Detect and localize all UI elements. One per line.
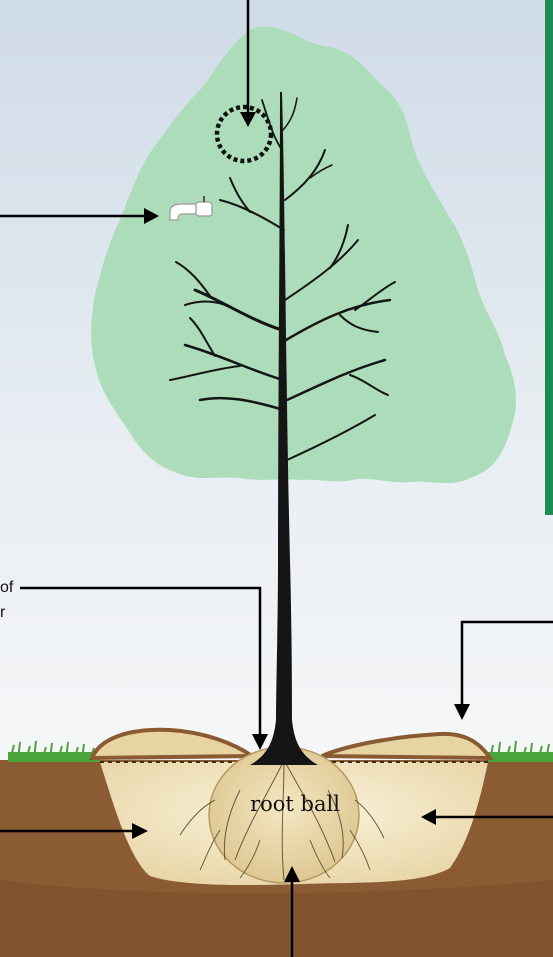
grass-strip-right (488, 752, 553, 762)
root-ball-label: root ball (250, 792, 340, 816)
left-fragment-line1: of (0, 579, 14, 596)
grass-strip-left (8, 752, 100, 762)
info-panel-edge (545, 0, 553, 515)
left-fragment-line2: r (0, 604, 6, 621)
